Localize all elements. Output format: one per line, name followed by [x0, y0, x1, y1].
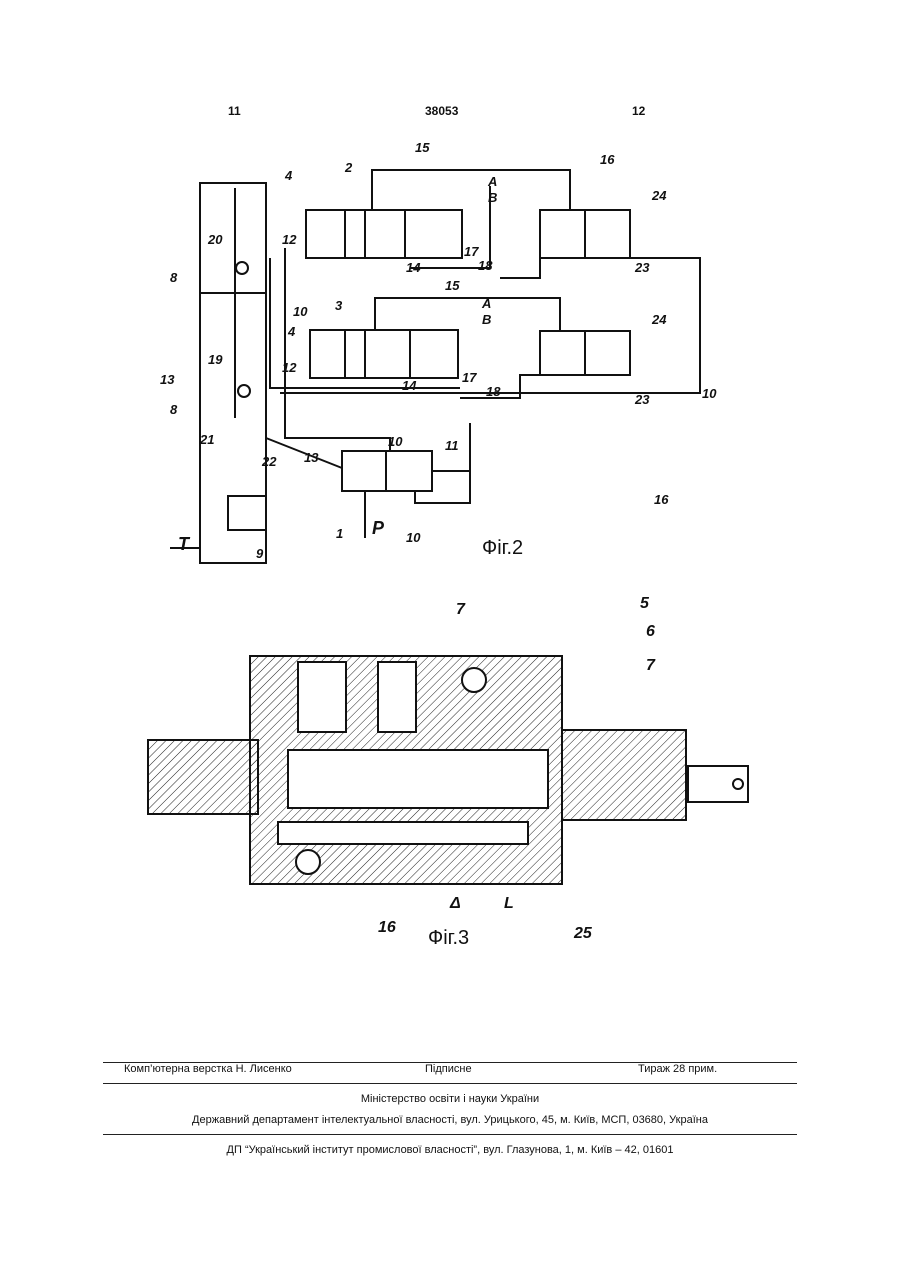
figure-2-hydraulic-schematic: 15 16 2 4 24 A B 20 12 17 8 18 23 14 10 …	[160, 138, 730, 578]
department-line: Державний департамент інтелектуальної вл…	[103, 1114, 797, 1126]
label-4a: 4	[284, 168, 293, 183]
label-p: P	[372, 518, 385, 538]
label-11: 11	[445, 438, 459, 453]
label-b2: B	[482, 312, 491, 327]
label-15a: 15	[415, 140, 430, 155]
label-21: 21	[199, 432, 214, 447]
label-5: 5	[640, 595, 650, 612]
institute-line: ДП “Український інститут промислової вла…	[103, 1144, 797, 1156]
label-10a: 10	[293, 304, 308, 319]
label-8b: 8	[170, 402, 178, 417]
ministry-line: Міністерство освіти і науки України	[103, 1093, 797, 1105]
page-number-right: 12	[632, 104, 645, 118]
label-17b: 17	[462, 370, 477, 385]
label-3: 3	[335, 298, 343, 313]
label-14a: 14	[406, 260, 421, 275]
label-14b: 14	[402, 378, 417, 393]
label-24a: 24	[651, 188, 667, 203]
footer-rule-bottom	[103, 1134, 797, 1135]
label-7b: 7	[646, 657, 656, 674]
signed-label: Підписне	[425, 1063, 472, 1075]
label-8a: 8	[170, 270, 178, 285]
label-25: 25	[573, 925, 593, 942]
label-7a: 7	[456, 601, 466, 618]
label-9: 9	[256, 546, 264, 561]
label-4b: 4	[287, 324, 296, 339]
label-16: 16	[378, 919, 396, 936]
patent-number: 38053	[425, 104, 458, 118]
label-19: 19	[208, 352, 223, 367]
label-13a: 13	[160, 372, 175, 387]
label-23b: 23	[634, 392, 650, 407]
label-10d: 10	[406, 530, 421, 545]
label-18b: 18	[486, 384, 501, 399]
figure-3-caption: Фіг.3	[428, 927, 469, 949]
label-1: 1	[336, 526, 343, 541]
label-l: L	[504, 895, 514, 912]
label-12b: 12	[282, 360, 297, 375]
label-6: 6	[646, 623, 655, 640]
label-15b: 15	[445, 278, 460, 293]
figure-2-caption: Фіг.2	[482, 537, 523, 559]
label-delta: Δ	[449, 895, 461, 912]
label-24b: 24	[651, 312, 667, 327]
label-13b: 13	[304, 450, 319, 465]
page-number-left: 11	[228, 104, 241, 118]
label-16b: 16	[654, 492, 669, 507]
label-22: 22	[261, 454, 277, 469]
circulation: Тираж 28 прим.	[638, 1063, 717, 1075]
label-18a: 18	[478, 258, 493, 273]
label-t: T	[178, 534, 191, 554]
label-12a: 12	[282, 232, 297, 247]
label-10c: 10	[388, 434, 403, 449]
label-10b: 10	[702, 386, 717, 401]
label-b1: B	[488, 190, 497, 205]
label-2: 2	[344, 160, 353, 175]
figure-3-cross-section: 7 5 6 7 16 25 Δ L Фіг.3	[138, 590, 768, 960]
label-a2: A	[481, 296, 491, 311]
label-17a: 17	[464, 244, 479, 259]
label-20: 20	[207, 232, 223, 247]
label-a1: A	[487, 174, 497, 189]
label-16a: 16	[600, 152, 615, 167]
label-23a: 23	[634, 260, 650, 275]
footer-rule-middle	[103, 1083, 797, 1084]
layout-credit: Комп’ютерна верстка Н. Лисенко	[124, 1063, 292, 1075]
